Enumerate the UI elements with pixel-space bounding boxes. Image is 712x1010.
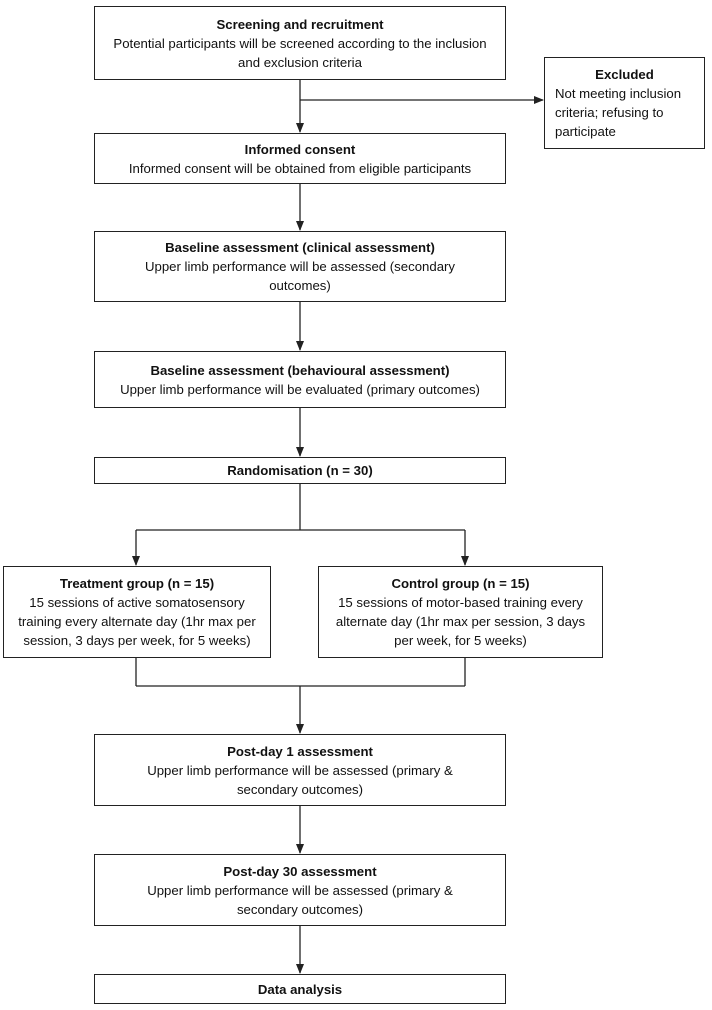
post-day30-title: Post-day 30 assessment xyxy=(223,863,377,879)
consent-title: Informed consent xyxy=(244,141,356,157)
post-day30-box: Post-day 30 assessment Upper limb perfor… xyxy=(94,854,506,926)
treatment-box: Treatment group (n = 15) 15 sessions of … xyxy=(3,566,271,658)
post-day1-title: Post-day 1 assessment xyxy=(227,743,373,759)
control-box: Control group (n = 15) 15 sessions of mo… xyxy=(318,566,603,658)
treatment-body: 15 sessions of active somatosensory trai… xyxy=(18,595,256,648)
randomisation-box: Randomisation (n = 30) xyxy=(94,457,506,484)
excluded-box: Excluded Not meeting inclusion criteria;… xyxy=(544,57,705,149)
post-day30-body: Upper limb performance will be assessed … xyxy=(147,882,453,917)
screening-box: Screening and recruitment Potential part… xyxy=(94,6,506,80)
post-day1-box: Post-day 1 assessment Upper limb perform… xyxy=(94,734,506,806)
treatment-title: Treatment group (n = 15) xyxy=(59,576,215,591)
baseline-behavioural-box: Baseline assessment (behavioural assessm… xyxy=(94,351,506,408)
post-day1-body: Upper limb performance will be assessed … xyxy=(147,762,453,797)
control-title: Control group (n = 15) xyxy=(391,576,530,591)
data-analysis-title: Data analysis xyxy=(257,981,343,997)
baseline-clinical-title: Baseline assessment (clinical assessment… xyxy=(165,240,435,255)
screening-title: Screening and recruitment xyxy=(216,16,384,32)
baseline-clinical-body: Upper limb performance will be assessed … xyxy=(144,259,456,293)
control-body: 15 sessions of motor-based training ever… xyxy=(335,595,586,648)
screening-body: Potential participants will be screened … xyxy=(113,35,487,70)
excluded-body: Not meeting inclusion criteria; refusing… xyxy=(555,86,682,139)
baseline-behavioural-body: Upper limb performance will be evaluated… xyxy=(120,381,480,397)
baseline-clinical-box: Baseline assessment (clinical assessment… xyxy=(94,231,506,302)
data-analysis-box: Data analysis xyxy=(94,974,506,1004)
consent-box: Informed consent Informed consent will b… xyxy=(94,133,506,184)
baseline-behavioural-title: Baseline assessment (behavioural assessm… xyxy=(150,362,450,378)
excluded-title: Excluded xyxy=(595,67,654,82)
randomisation-title: Randomisation (n = 30) xyxy=(227,463,373,478)
consent-body: Informed consent will be obtained from e… xyxy=(128,160,472,176)
